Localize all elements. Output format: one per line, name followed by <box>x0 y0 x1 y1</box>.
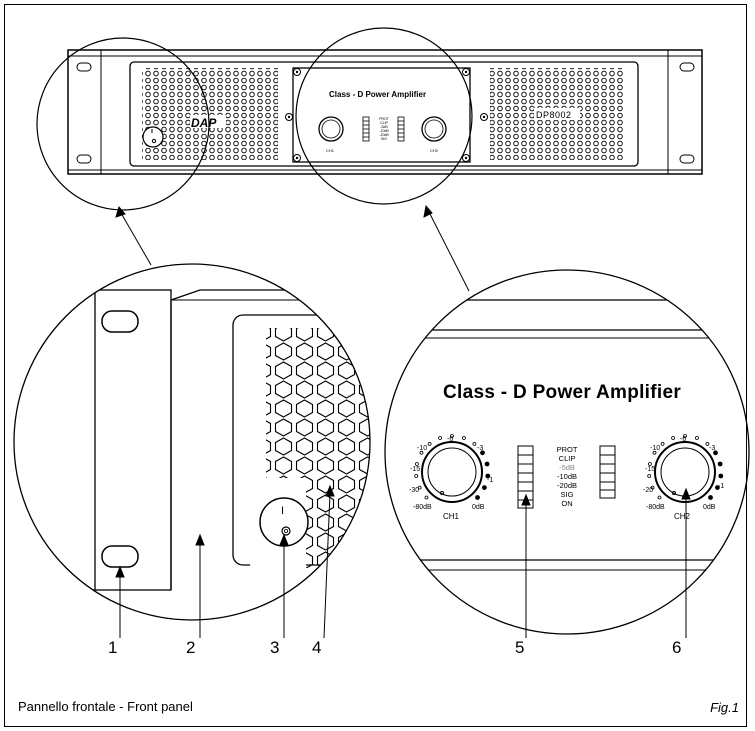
amplifier-front-panel: DAP DP8002 Class - D Power Amplifier <box>67 49 703 175</box>
magnifier-circle-center <box>295 27 473 205</box>
rack-handle-slot-top <box>101 310 139 333</box>
callout-6: 6 <box>672 638 682 657</box>
ch2-scale-dot <box>657 495 662 500</box>
callout-5: 5 <box>515 638 525 657</box>
led-ladder-ch1 <box>517 445 534 509</box>
ch2-scale-dot <box>683 434 687 438</box>
figure-label: Fig.1 <box>710 700 739 715</box>
svg-text:-80dB: -80dB <box>413 504 432 511</box>
svg-text:-20dB: -20dB <box>379 133 389 137</box>
detail-circle-right: Class - D Power Amplifier -10 -6 -3 -1 0… <box>384 269 750 635</box>
callout-1: 1 <box>108 638 118 657</box>
svg-text:-20dB: -20dB <box>557 481 577 490</box>
svg-text:CLIP: CLIP <box>559 454 576 463</box>
ch2-scale-dot <box>715 485 720 491</box>
ch1-scale-dot <box>424 495 429 500</box>
svg-text:-1: -1 <box>487 477 493 484</box>
magnifier-circle-left <box>36 37 210 211</box>
ch1-scale-dot <box>438 436 443 440</box>
ch1-scale-dot <box>485 473 491 479</box>
ch2-scale-dot <box>648 462 652 466</box>
ch2-scale-dot <box>708 495 713 500</box>
svg-text:-6: -6 <box>447 436 453 443</box>
svg-text:CH2: CH2 <box>430 148 439 153</box>
ch2-scale-dot <box>717 461 723 467</box>
ch1-scale-dot <box>472 441 477 446</box>
ch2-scale-dot <box>705 441 710 446</box>
svg-text:-10dB: -10dB <box>557 472 577 481</box>
control-plate-title-small: Class - D Power Amplifier <box>329 90 426 99</box>
ch2-scale-dot <box>650 485 655 490</box>
ch2-scale-dot <box>695 436 699 440</box>
ch1-scale-dot <box>475 495 480 500</box>
ch2-label: CH2 <box>674 512 691 521</box>
ch1-scale-dot <box>419 450 424 455</box>
ch2-scale-dot <box>718 473 724 479</box>
led-ladder-ch2 <box>599 445 616 499</box>
ch2-scale-dot <box>647 474 652 478</box>
svg-text:-10: -10 <box>650 445 660 452</box>
svg-text:PROT: PROT <box>557 445 578 454</box>
svg-text:-10dB: -10dB <box>379 129 389 133</box>
svg-text:-5dB: -5dB <box>380 125 388 129</box>
ch2-scale-dot <box>671 436 675 440</box>
callout-2: 2 <box>186 638 196 657</box>
svg-text:PROT: PROT <box>379 117 390 121</box>
svg-text:SIG: SIG <box>561 490 574 499</box>
ch2-scale-dot <box>660 441 665 446</box>
panel-title: Class - D Power Amplifier <box>443 382 681 403</box>
ch1-scale-dot <box>417 485 422 490</box>
ch2-scale-dot <box>652 450 657 455</box>
figure-caption: Pannello frontale - Front panel <box>18 699 193 714</box>
svg-text:ON: ON <box>561 499 572 508</box>
svg-text:CH1: CH1 <box>326 148 335 153</box>
svg-text:-5dB: -5dB <box>559 463 575 472</box>
svg-text:0dB: 0dB <box>703 504 716 511</box>
ch1-scale-dot <box>450 434 454 438</box>
ch1-scale-dot <box>414 474 419 478</box>
ch1-scale-dot <box>461 436 466 440</box>
figure-frame <box>4 4 747 727</box>
svg-text:-80dB: -80dB <box>646 504 665 511</box>
svg-text:0dB: 0dB <box>472 504 485 511</box>
callout-3: 3 <box>270 638 280 657</box>
svg-text:-3: -3 <box>709 445 715 452</box>
control-plate <box>292 67 471 163</box>
callout-leaders <box>115 484 691 639</box>
svg-text:-6: -6 <box>680 436 686 443</box>
led-labels: PROT CLIP -5dB -10dB -20dB SIG ON <box>557 445 578 508</box>
svg-text:-15: -15 <box>645 466 655 473</box>
svg-text:-10: -10 <box>417 445 427 452</box>
left-vent-grille <box>142 68 278 160</box>
power-switch-small <box>142 126 164 148</box>
ch1-scale-dot <box>481 485 487 491</box>
svg-text:-20: -20 <box>643 487 653 494</box>
svg-text:-30: -30 <box>409 487 419 494</box>
ch2-scale-dot <box>713 450 718 456</box>
svg-text:-1: -1 <box>718 483 724 490</box>
ch1-scale-dot <box>480 450 485 456</box>
callout-4: 4 <box>312 638 322 657</box>
ch1-label: CH1 <box>443 512 460 521</box>
ch1-scale-dot <box>414 462 419 466</box>
brand-logo: DAP <box>191 116 217 130</box>
svg-text:CLIP: CLIP <box>380 121 388 125</box>
svg-text:-3: -3 <box>477 445 483 452</box>
svg-text:SIG: SIG <box>381 137 387 141</box>
model-label: DP8002 <box>536 110 572 120</box>
svg-text:-15: -15 <box>410 466 420 473</box>
ch1-scale-dot <box>484 461 490 467</box>
gain-knob-ch1 <box>421 441 483 503</box>
power-switch-symbol: I <box>281 505 284 517</box>
ch1-scale-dot <box>427 441 432 446</box>
